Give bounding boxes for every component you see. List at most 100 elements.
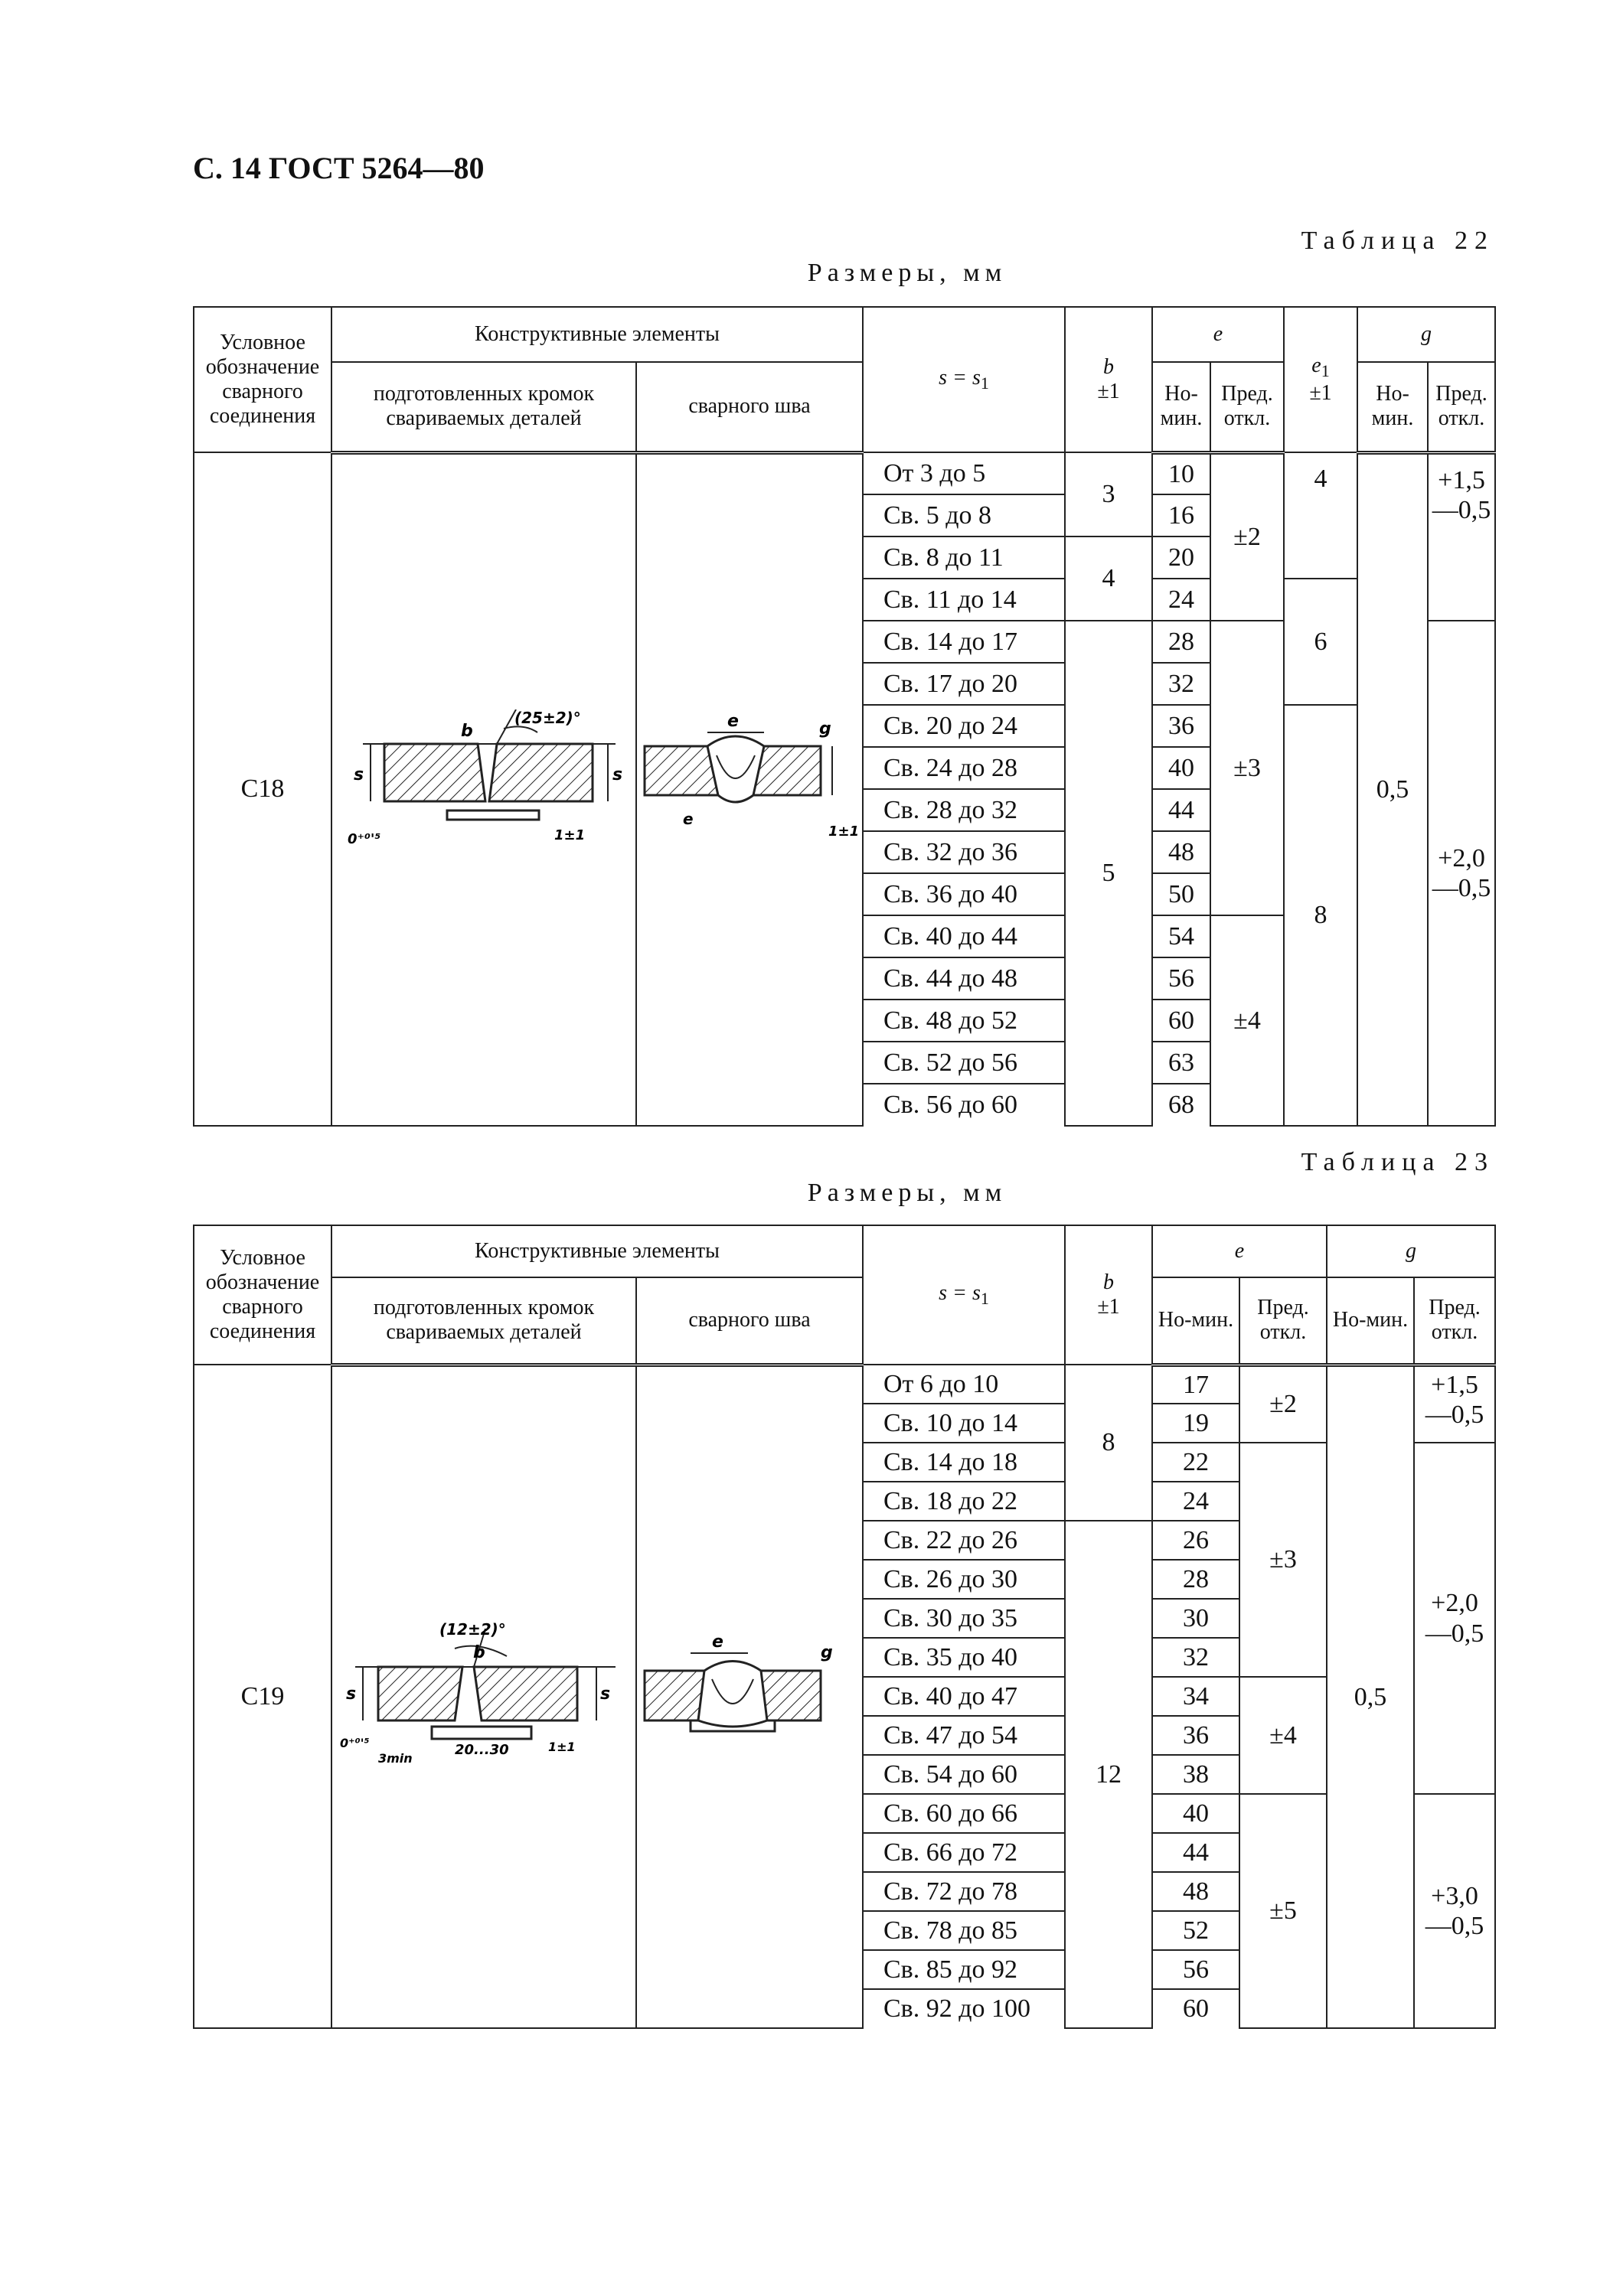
c18-angle-label: (25±2)°: [514, 709, 581, 727]
e1-value: 6: [1283, 578, 1358, 706]
header-e: e: [1151, 1225, 1327, 1278]
e1-value: 8: [1283, 704, 1358, 1127]
table-23-units: Размеры, мм: [807, 1179, 1007, 1207]
s-value: Св. 18 до 22: [862, 1481, 1066, 1521]
s-value: Св. 28 до 32: [862, 788, 1066, 832]
e-nominal: 36: [1151, 1715, 1240, 1756]
g-deviation: +3,0—0,5: [1413, 1793, 1496, 2029]
c18-one-label: 1±1: [554, 827, 585, 843]
header-prepared-edges: подготовленных кромок свариваемых детале…: [331, 1277, 637, 1367]
e-nominal: 28: [1151, 620, 1211, 664]
s-value: Св. 30 до 35: [862, 1598, 1066, 1639]
c19-weld-diagram: e g: [643, 1632, 833, 1733]
header-elements: Конструктивные элементы: [331, 306, 864, 363]
header-e-nom: Но-мин.: [1151, 361, 1211, 455]
e-nominal: 24: [1151, 578, 1211, 621]
b-value: 3: [1064, 452, 1153, 537]
s-value: Св. 5 до 8: [862, 494, 1066, 537]
s-value: Св. 78 до 85: [862, 1910, 1066, 1951]
table-23: Условное обозначение сварного соединения…: [193, 1225, 1496, 2029]
header-s: s = s1: [862, 306, 1066, 453]
e-deviation: ±3: [1210, 620, 1285, 916]
header-g-nom: Но-мин.: [1357, 361, 1429, 455]
e-nominal: 40: [1151, 746, 1211, 790]
s-value: Св. 48 до 52: [862, 999, 1066, 1042]
e-nominal: 16: [1151, 494, 1211, 537]
s-value: Св. 40 до 47: [862, 1676, 1066, 1717]
e-nominal: 17: [1151, 1364, 1240, 1404]
designation-cell: С19: [193, 1364, 332, 2029]
c19-min-label: 3min: [378, 1751, 413, 1766]
b-value: 12: [1064, 1520, 1153, 2029]
c19-g-label: g: [821, 1643, 833, 1662]
e-nominal: 26: [1151, 1520, 1240, 1561]
e-nominal: 36: [1151, 704, 1211, 748]
g-deviation: +1,5—0,5: [1427, 452, 1496, 621]
header-g-nom: Но-мин.: [1326, 1277, 1415, 1367]
b-value: 8: [1064, 1364, 1153, 1521]
g-nominal: 0,5: [1326, 1364, 1415, 2029]
c19-s-label: s: [346, 1684, 356, 1704]
c18-e1-label: e: [683, 810, 694, 828]
s-value: Св. 14 до 18: [862, 1442, 1066, 1482]
e-nominal: 60: [1151, 999, 1211, 1042]
header-weld: сварного шва: [635, 1277, 864, 1367]
e-nominal: 30: [1151, 1598, 1240, 1639]
c19-angle-label: (12±2)°: [439, 1620, 506, 1639]
g-deviation: +2,0—0,5: [1413, 1442, 1496, 1795]
e-nominal: 60: [1151, 1988, 1240, 2028]
b-value: 5: [1064, 620, 1153, 1127]
header-e-nom: Но-мин.: [1151, 1277, 1240, 1367]
e-nominal: 44: [1151, 788, 1211, 832]
s-value: Св. 22 до 26: [862, 1520, 1066, 1561]
s-value: Св. 85 до 92: [862, 1949, 1066, 1990]
header-s: s = s1: [862, 1225, 1066, 1365]
e-nominal: 48: [1151, 1871, 1240, 1912]
e-deviation: ±3: [1239, 1442, 1327, 1678]
table-23-label: Таблица 23: [1301, 1148, 1494, 1176]
s-value: Св. 20 до 24: [862, 704, 1066, 748]
e-nominal: 63: [1151, 1041, 1211, 1084]
header-g-dev: Пред. откл.: [1413, 1277, 1496, 1367]
header-elements: Конструктивные элементы: [331, 1225, 864, 1278]
e-nominal: 50: [1151, 872, 1211, 916]
c18-e-label: e: [727, 712, 739, 731]
weld-sketch: e g: [635, 1364, 864, 2029]
s-value: Св. 52 до 56: [862, 1041, 1066, 1084]
s-value: Св. 24 до 28: [862, 746, 1066, 790]
e-nominal: 52: [1151, 1910, 1240, 1951]
e-nominal: 56: [1151, 1949, 1240, 1990]
header-weld: сварного шва: [635, 361, 864, 455]
e1-value: 4: [1283, 452, 1358, 579]
c19-edge-diagram: (12±2)° b s s 0⁺⁰'⁵ 3min 20...30 1±1: [340, 1620, 616, 1766]
e-nominal: 20: [1151, 536, 1211, 579]
s-value: Св. 32 до 36: [862, 830, 1066, 874]
e-nominal: 32: [1151, 662, 1211, 706]
e-deviation: ±2: [1210, 452, 1285, 621]
page-header: С. 14 ГОСТ 5264—80: [193, 151, 485, 185]
e-nominal: 32: [1151, 1637, 1240, 1678]
e-deviation: ±4: [1210, 915, 1285, 1127]
e-nominal: 28: [1151, 1559, 1240, 1600]
e-nominal: 54: [1151, 915, 1211, 958]
c18-weld-one-label: 1±1: [828, 823, 859, 840]
header-e-dev: Пред. откл.: [1239, 1277, 1327, 1367]
c18-edge-diagram: (25±2)° b s s 0⁺⁰'⁵ 1±1: [348, 709, 622, 847]
g-deviation: +2,0—0,5: [1427, 620, 1496, 1127]
c18-g-label: g: [819, 719, 831, 739]
c19-one-label: 1±1: [548, 1740, 576, 1754]
header-e-dev: Пред. откл.: [1210, 361, 1285, 455]
e-nominal: 10: [1151, 452, 1211, 495]
s-value: От 3 до 5: [862, 452, 1066, 495]
e-nominal: 56: [1151, 957, 1211, 1000]
header-designation: Условное обозначение сварного соединения: [193, 306, 332, 453]
s-value: Св. 60 до 66: [862, 1793, 1066, 1834]
header-g: g: [1326, 1225, 1496, 1278]
c18-s1-label: s: [612, 765, 622, 784]
s-value: Св. 14 до 17: [862, 620, 1066, 664]
weld-sketch: e g e 1±1: [635, 452, 864, 1127]
table-22: Условное обозначение сварного соединения…: [193, 306, 1496, 1127]
header-b: b±1: [1064, 1225, 1153, 1365]
edge-prep-sketch: (25±2)° b s s 0⁺⁰'⁵ 1±1: [331, 452, 637, 1127]
c18-gap-label: 0⁺⁰'⁵: [348, 831, 380, 847]
